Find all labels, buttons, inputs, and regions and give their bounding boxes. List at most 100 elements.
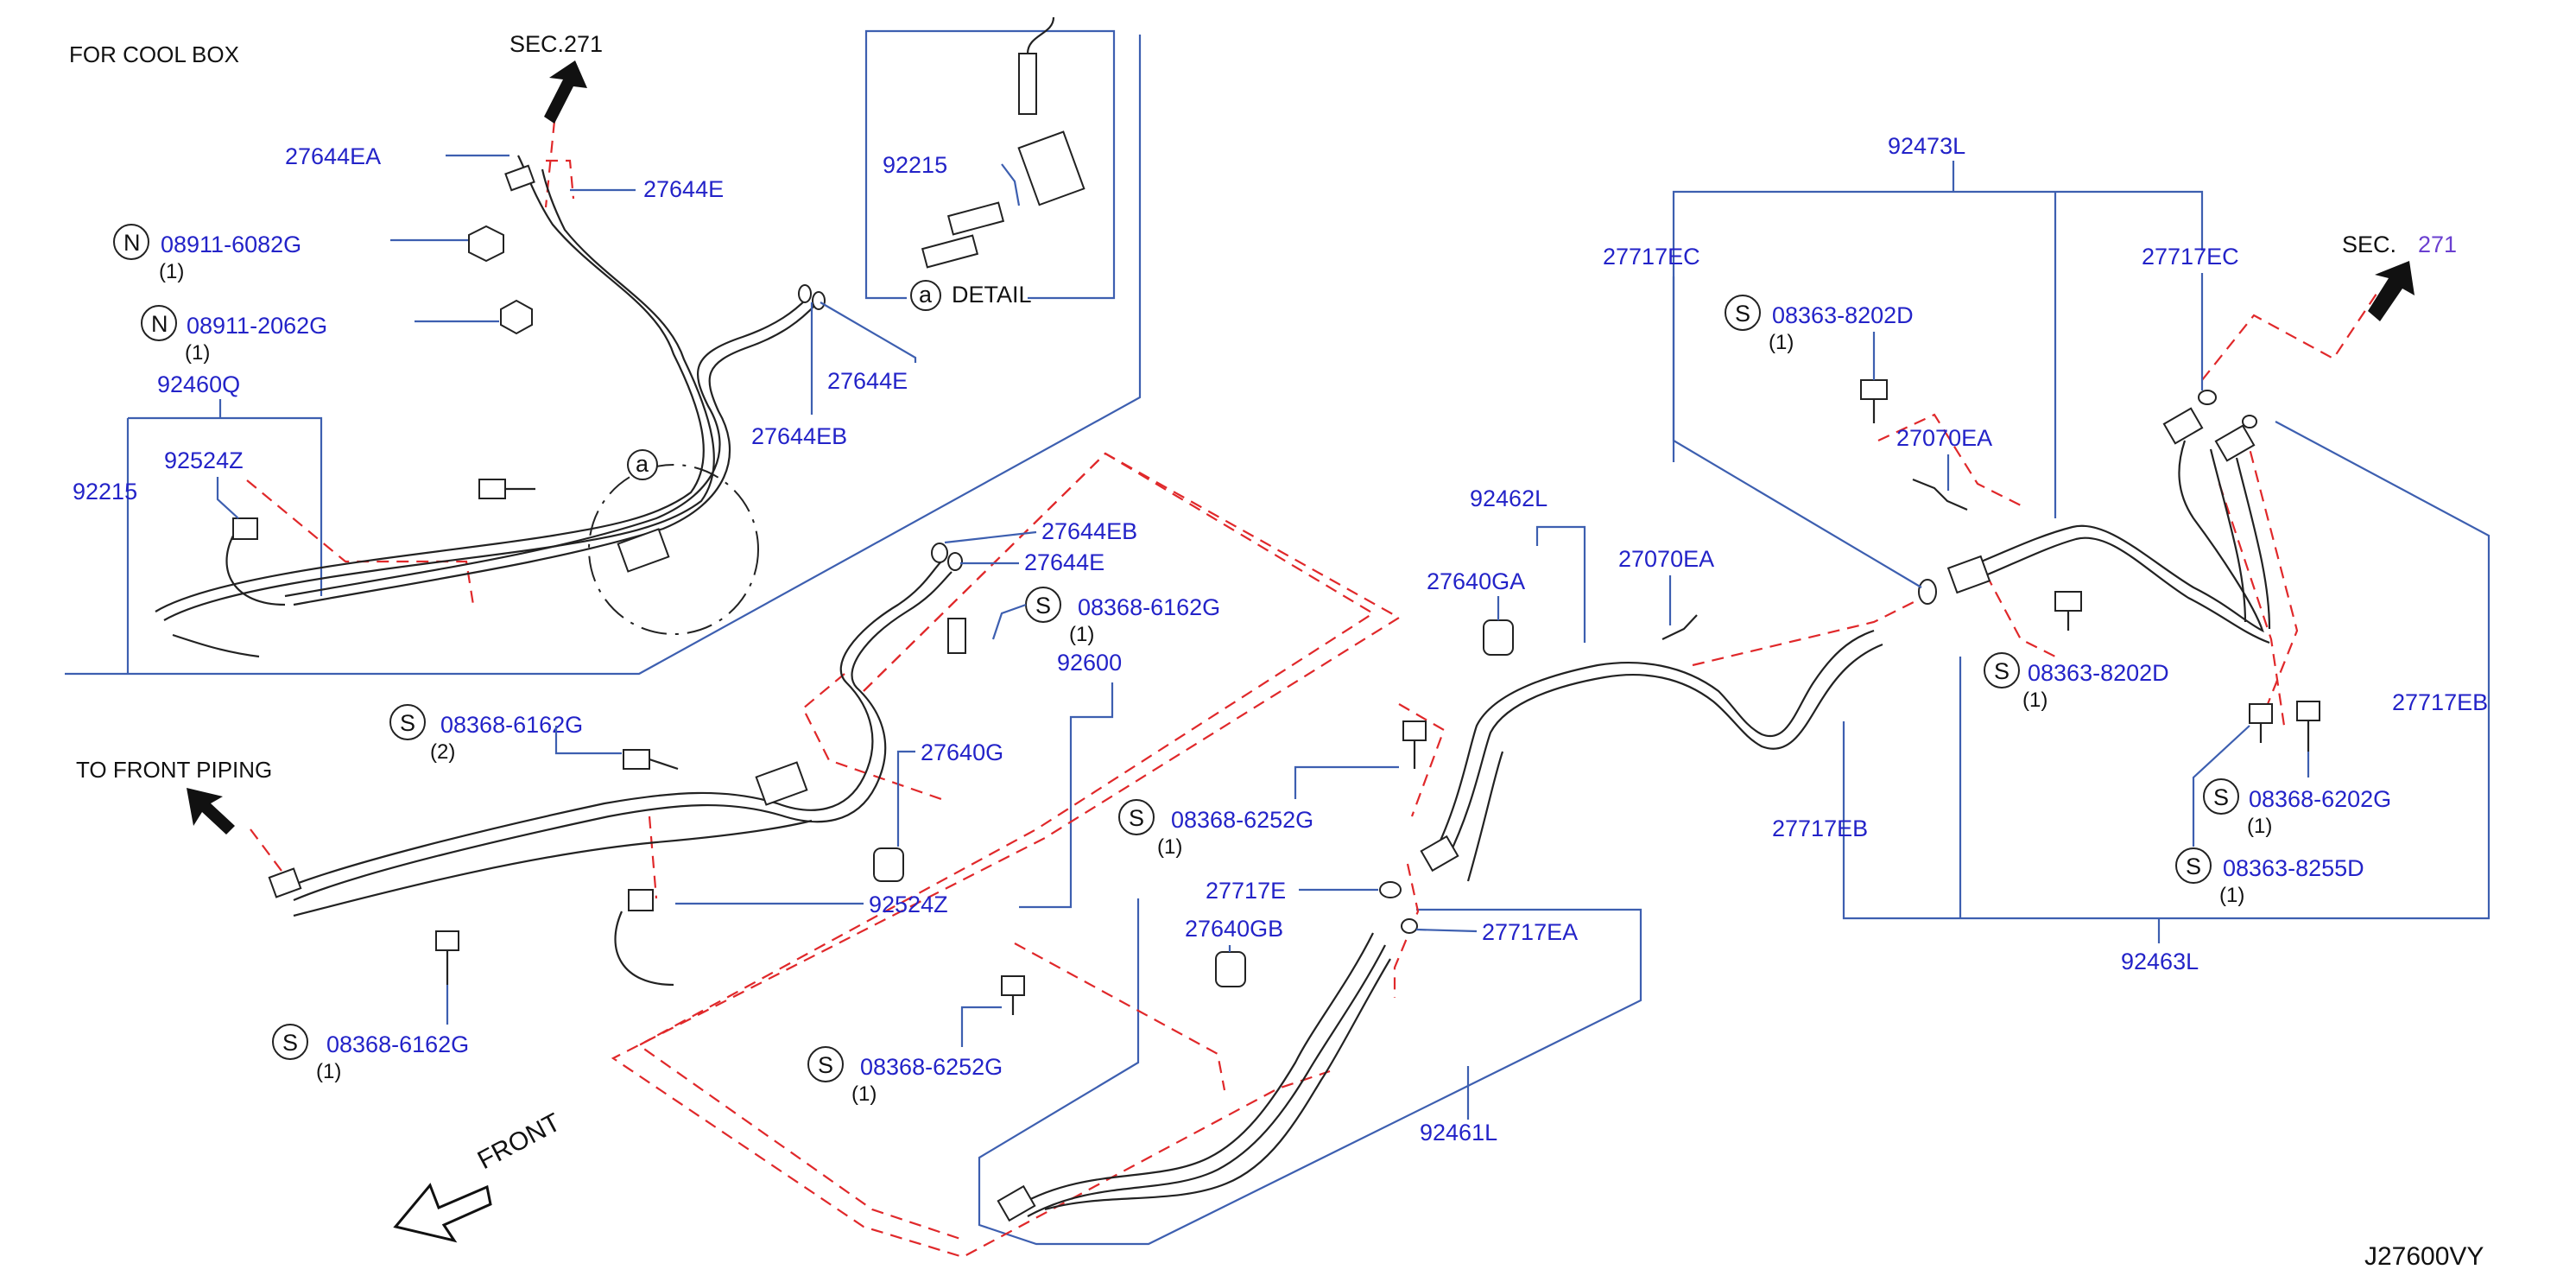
part-27644E-mid-label[interactable]: 27644E bbox=[827, 368, 908, 394]
part-27717E[interactable]: 27717E bbox=[1206, 878, 1378, 904]
part-27640G-label[interactable]: 27640G bbox=[921, 739, 1003, 765]
dashed-lines bbox=[246, 120, 2377, 1259]
part-92463L[interactable]: 92463L bbox=[2121, 949, 2199, 974]
part-92473L-label[interactable]: 92473L bbox=[1888, 133, 1965, 159]
part-27640GB-label[interactable]: 27640GB bbox=[1185, 916, 1283, 942]
part-27644E-center[interactable]: 27644E bbox=[960, 549, 1104, 575]
part-92473L[interactable]: 92473L bbox=[1888, 133, 1965, 159]
part-27717EB-left-label[interactable]: 27717EB bbox=[1772, 816, 1868, 841]
part-27070EA-upper-label[interactable]: 27070EA bbox=[1896, 425, 1992, 451]
part-08368-6162G-center[interactable]: S 08368-6162G (1) bbox=[947, 587, 1220, 654]
frame-lines bbox=[65, 29, 2491, 1246]
part-27717E-label[interactable]: 27717E bbox=[1206, 878, 1286, 904]
part-08911-6082G-label[interactable]: 08911-6082G bbox=[161, 232, 301, 257]
part-08368-6162G-bottom-label[interactable]: 08368-6162G bbox=[326, 1031, 469, 1057]
part-27644EA-label[interactable]: 27644EA bbox=[285, 143, 381, 169]
part-92600-partial[interactable]: 92600 bbox=[1057, 650, 1122, 676]
part-08368-6252G-center-prefix: S bbox=[1129, 805, 1144, 831]
part-27640GA-label[interactable]: 27640GA bbox=[1427, 568, 1525, 594]
part-27644E-top[interactable]: 27644E bbox=[570, 176, 724, 202]
part-27717EB-right[interactable]: 27717EB bbox=[2392, 689, 2488, 715]
part-08911-2062G[interactable]: N 08911-2062G (1) bbox=[141, 305, 499, 365]
part-08368-6252G-center-label[interactable]: 08368-6252G bbox=[1171, 807, 1313, 833]
detail-callout: a bbox=[588, 449, 759, 635]
sec-271-left-label[interactable]: SEC.271 bbox=[510, 31, 603, 57]
part-08363-8202D-partial[interactable]: S 08363-8202D (1) bbox=[1984, 652, 2169, 712]
part-08911-6082G[interactable]: N 08911-6082G (1) bbox=[113, 224, 468, 283]
part-08368-6252G-bottom[interactable]: S 08368-6252G (1) bbox=[807, 1006, 1003, 1106]
part-27640GB[interactable]: 27640GB bbox=[1185, 916, 1283, 952]
part-92524Z-center[interactable]: 92524Z bbox=[675, 892, 948, 917]
part-08363-8255D-prefix: S bbox=[2186, 854, 2201, 879]
part-92463L-label[interactable]: 92463L bbox=[2121, 949, 2199, 974]
front-direction: FRONT bbox=[393, 1108, 566, 1243]
part-08363-8255D[interactable]: S 08363-8255D (1) bbox=[2175, 725, 2364, 907]
detail-text: DETAIL bbox=[952, 282, 1032, 308]
part-08911-2062G-label[interactable]: 08911-2062G bbox=[187, 313, 327, 339]
part-27644E-center-label[interactable]: 27644E bbox=[1024, 549, 1104, 575]
part-27644E-mid[interactable]: 27644E bbox=[820, 301, 917, 394]
part-27644EB-mid[interactable]: 27644EB bbox=[751, 302, 847, 449]
sec-271-right[interactable]: SEC. 271 bbox=[2342, 232, 2457, 321]
part-27640G[interactable]: 27640G bbox=[896, 739, 1003, 847]
part-08368-6162G-left-label[interactable]: 08368-6162G bbox=[440, 712, 583, 738]
part-08368-6252G-center[interactable]: S 08368-6252G (1) bbox=[1118, 765, 1399, 859]
detail-label: a DETAIL 92215 bbox=[883, 152, 1032, 311]
part-92524Z-center-label[interactable]: 92524Z bbox=[869, 892, 948, 917]
part-08363-8255D-label[interactable]: 08363-8255D bbox=[2223, 855, 2364, 881]
part-08368-6162G-left[interactable]: S 08368-6162G (2) bbox=[389, 704, 622, 764]
part-92215-left-label[interactable]: 92215 bbox=[73, 479, 137, 505]
part-08368-6162G-bottom-prefix: S bbox=[282, 1030, 298, 1056]
part-27717EC-right-label[interactable]: 27717EC bbox=[2142, 244, 2239, 270]
part-27717EC-left[interactable]: 27717EC bbox=[1603, 244, 1922, 588]
part-27070EA-upper[interactable]: 27070EA bbox=[1896, 425, 1992, 491]
part-92460Q-label[interactable]: 92460Q bbox=[157, 371, 240, 397]
part-27717EB-left[interactable]: 27717EB bbox=[1772, 816, 1868, 841]
part-27717EA[interactable]: 27717EA bbox=[1415, 919, 1578, 945]
part-27070EA-lower[interactable]: 27070EA bbox=[1618, 546, 1714, 625]
sec-271-right-number[interactable]: 271 bbox=[2418, 232, 2457, 257]
pipes bbox=[155, 155, 2271, 1217]
part-08368-6252G-bottom-prefix: S bbox=[818, 1052, 833, 1078]
part-92462L-label[interactable]: 92462L bbox=[1470, 486, 1547, 511]
part-92215-detail[interactable]: 92215 bbox=[883, 152, 947, 178]
part-08368-6162G-bottom[interactable]: S 08368-6162G (1) bbox=[272, 985, 469, 1083]
front-piping-arrow bbox=[187, 788, 235, 835]
part-92524Z-left-label[interactable]: 92524Z bbox=[164, 447, 244, 473]
part-08363-8202D-top-label[interactable]: 08363-8202D bbox=[1772, 302, 1914, 328]
part-27070EA-lower-label[interactable]: 27070EA bbox=[1618, 546, 1714, 572]
part-27644E-top-label[interactable]: 27644E bbox=[643, 176, 724, 202]
part-08368-6162G-left-prefix: S bbox=[400, 710, 415, 736]
front-label: FRONT bbox=[473, 1108, 566, 1176]
part-08368-6252G-bottom-label[interactable]: 08368-6252G bbox=[860, 1054, 1003, 1080]
part-92524Z-left[interactable]: 92524Z bbox=[164, 447, 244, 519]
part-27717EB-right-label[interactable]: 27717EB bbox=[2392, 689, 2488, 715]
part-08368-6162G-center-label[interactable]: 08368-6162G bbox=[1078, 594, 1220, 620]
diagram-id: J27600VY bbox=[2364, 1242, 2484, 1271]
part-92462L[interactable]: 92462L bbox=[1470, 486, 1547, 511]
sec-271-left[interactable]: SEC.271 bbox=[510, 31, 603, 124]
part-27644EB-center-label[interactable]: 27644EB bbox=[1041, 518, 1137, 544]
part-08368-6202G[interactable]: S 08368-6202G (1) bbox=[2203, 752, 2391, 838]
part-27717EC-left-label[interactable]: 27717EC bbox=[1603, 244, 1700, 270]
part-08363-8202D-partial-label[interactable]: 08363-8202D bbox=[2028, 660, 2169, 686]
part-08911-2062G-prefix: N bbox=[151, 311, 168, 337]
part-08368-6202G-label[interactable]: 08368-6202G bbox=[2249, 786, 2391, 812]
part-08363-8202D-top[interactable]: S 08363-8202D (1) bbox=[1725, 295, 1914, 380]
part-27644EB-center[interactable]: 27644EB bbox=[944, 518, 1137, 544]
part-08911-2062G-qty: (1) bbox=[185, 341, 210, 365]
part-92461L-label[interactable]: 92461L bbox=[1420, 1120, 1497, 1146]
part-27717EA-label[interactable]: 27717EA bbox=[1482, 919, 1578, 945]
part-92461L[interactable]: 92461L bbox=[1420, 1066, 1497, 1146]
part-27644EA[interactable]: 27644EA bbox=[285, 143, 510, 169]
part-92600-partial-label[interactable]: 92600 bbox=[1057, 650, 1122, 676]
part-92460Q[interactable]: 92460Q bbox=[157, 371, 240, 397]
part-08363-8202D-top-prefix: S bbox=[1735, 301, 1750, 327]
part-08911-6082G-prefix: N bbox=[123, 230, 141, 256]
part-27640GA[interactable]: 27640GA bbox=[1427, 568, 1525, 620]
part-27717EC-right[interactable]: 27717EC bbox=[2142, 244, 2239, 390]
part-27644EB-mid-label[interactable]: 27644EB bbox=[751, 423, 847, 449]
front-arrow-icon bbox=[393, 1183, 492, 1243]
part-92215-left[interactable]: 92215 bbox=[73, 479, 137, 505]
